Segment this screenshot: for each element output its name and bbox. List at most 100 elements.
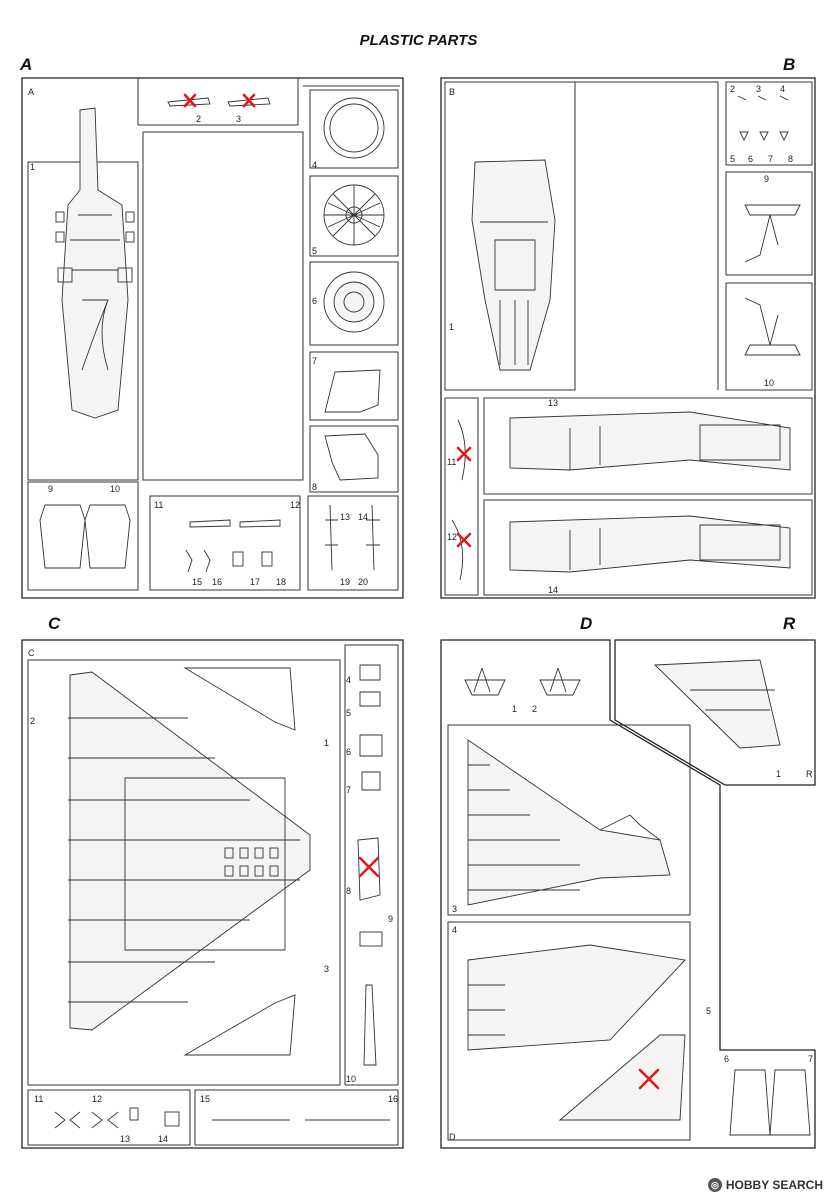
part-number: 6 bbox=[312, 296, 317, 306]
part-r1-fin bbox=[653, 659, 781, 749]
sprue-c-box-label: C bbox=[28, 648, 35, 658]
part-number: 4 bbox=[312, 160, 317, 170]
part-number: 13 bbox=[120, 1134, 130, 1144]
part-a1-fuselage bbox=[61, 107, 129, 419]
part-number: 15 bbox=[192, 577, 202, 587]
sprue-a-cell-13-20 bbox=[307, 495, 399, 591]
sprue-letter-b: B bbox=[783, 55, 796, 74]
part-c14 bbox=[164, 1111, 180, 1127]
part-b13-detail bbox=[569, 424, 781, 470]
part-d2 bbox=[539, 667, 581, 696]
sprue-c-cell-side bbox=[344, 644, 399, 1086]
part-number: 12 bbox=[290, 500, 300, 510]
part-number: 12 bbox=[447, 532, 457, 542]
part-a10 bbox=[84, 504, 131, 569]
part-b1-fuselage-bottom bbox=[471, 159, 556, 371]
sprue-a-cell-11-18 bbox=[149, 495, 301, 591]
part-number: 12 bbox=[92, 1094, 102, 1104]
part-a2 bbox=[167, 97, 211, 107]
part-d4-panel-lines bbox=[468, 984, 505, 1036]
sprue-d-frame bbox=[440, 639, 816, 1149]
part-c13 bbox=[129, 1107, 139, 1121]
sprue-b-cell-1 bbox=[444, 81, 576, 391]
part-a9 bbox=[39, 504, 86, 569]
removal-x-icon bbox=[638, 1068, 660, 1090]
part-number: 13 bbox=[340, 512, 350, 522]
part-number: 11 bbox=[154, 500, 163, 510]
part-number: 5 bbox=[706, 1006, 711, 1016]
part-a17 bbox=[232, 551, 244, 567]
sprue-d-box-label: D bbox=[449, 1132, 456, 1142]
part-b11-12 bbox=[451, 419, 466, 581]
part-a5-blades bbox=[324, 185, 384, 245]
part-number: 9 bbox=[388, 914, 393, 924]
part-number: 4 bbox=[346, 675, 351, 685]
part-c1-bottom bbox=[183, 994, 296, 1056]
part-c11-12 bbox=[54, 1111, 119, 1129]
part-number: 4 bbox=[452, 925, 457, 935]
part-number: 18 bbox=[276, 577, 286, 587]
part-a4-ring bbox=[323, 97, 385, 159]
part-c3-panel-lines bbox=[68, 717, 300, 1003]
part-a6-hub bbox=[343, 291, 365, 313]
sprue-b-runner bbox=[575, 81, 719, 390]
part-number: 2 bbox=[730, 84, 735, 94]
sprue-a-cell-6 bbox=[309, 261, 399, 346]
part-number: 2 bbox=[532, 704, 537, 714]
part-a6-compressor bbox=[323, 271, 385, 333]
part-number: 7 bbox=[808, 1054, 813, 1064]
sprue-a-cell-8 bbox=[309, 425, 399, 493]
part-number: 14 bbox=[158, 1134, 168, 1144]
part-c8 bbox=[357, 837, 381, 901]
sprue-b-frame bbox=[440, 77, 816, 599]
part-c10 bbox=[363, 984, 377, 1066]
part-a8 bbox=[324, 433, 379, 481]
part-a1-panel bbox=[117, 267, 133, 283]
part-b2-8 bbox=[737, 95, 789, 142]
part-b1-detail bbox=[480, 221, 548, 365]
part-number: 6 bbox=[724, 1054, 729, 1064]
part-number: 14 bbox=[358, 512, 368, 522]
part-number: 3 bbox=[236, 114, 241, 124]
sprue-a-cell-9-10 bbox=[27, 481, 139, 591]
part-d7 bbox=[769, 1069, 811, 1136]
part-number: 3 bbox=[452, 904, 457, 914]
part-number: 16 bbox=[388, 1094, 398, 1104]
part-number: 1 bbox=[776, 769, 781, 779]
part-number: 8 bbox=[788, 154, 793, 164]
page-title: PLASTIC PARTS bbox=[359, 32, 478, 49]
part-c3-lower-wing bbox=[69, 671, 311, 1031]
part-a1-vent bbox=[55, 211, 65, 223]
part-number: 17 bbox=[250, 577, 260, 587]
part-d1 bbox=[464, 667, 506, 696]
part-number: 1 bbox=[30, 162, 35, 172]
part-number: 3 bbox=[756, 84, 761, 94]
part-number: 1 bbox=[449, 322, 454, 332]
sprue-letter-d: D bbox=[580, 614, 593, 633]
part-number: 7 bbox=[768, 154, 773, 164]
sprue-b-cell-13 bbox=[483, 397, 813, 495]
part-number: 4 bbox=[780, 84, 785, 94]
sprue-d: D 1 2 3 4 5 6 7 bbox=[440, 639, 816, 1149]
part-b14-detail bbox=[569, 524, 781, 570]
sprue-a-cell-top bbox=[137, 78, 299, 126]
sprue-c-cell-11-14 bbox=[27, 1089, 191, 1146]
part-a6-disc bbox=[333, 281, 375, 323]
sprue-a-frame bbox=[21, 77, 404, 599]
sprue-a: A bbox=[21, 77, 404, 599]
part-a15-16 bbox=[185, 549, 211, 573]
part-d6 bbox=[729, 1069, 771, 1136]
removal-x-icon bbox=[456, 446, 472, 462]
part-a1-panel bbox=[57, 267, 73, 283]
part-b10-landing-gear bbox=[744, 297, 801, 356]
sprue-a-cell-5 bbox=[309, 175, 399, 257]
part-number: 7 bbox=[346, 785, 351, 795]
part-a11 bbox=[189, 519, 231, 528]
sprue-d-cell-4-5 bbox=[447, 921, 691, 1141]
removal-x-icon bbox=[183, 93, 197, 108]
sprue-b-cell-14 bbox=[483, 499, 813, 596]
part-c4-7 bbox=[359, 664, 383, 791]
sprue-a-cell-4 bbox=[309, 89, 399, 169]
part-d3-wing bbox=[467, 739, 671, 906]
part-number: 5 bbox=[312, 246, 317, 256]
